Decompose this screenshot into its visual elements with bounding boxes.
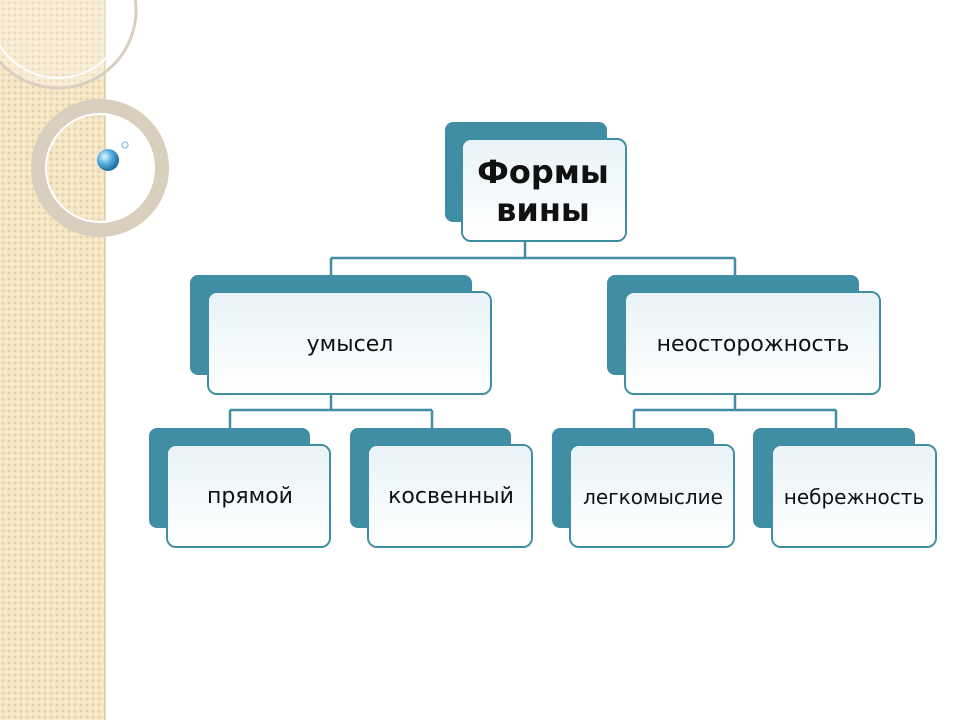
branch-node-front (207, 291, 492, 395)
strip-edge (104, 0, 106, 720)
leaf-node-label: косвенный (388, 484, 514, 510)
leaf-node-front (166, 444, 331, 548)
leaf-node-label: небрежность (783, 484, 925, 509)
leaf-node-front (569, 444, 735, 548)
leaf-node-front (367, 444, 533, 548)
branch-node-label: неосторожность (656, 332, 850, 358)
leaf-node-front (771, 444, 937, 548)
root-node-label: Формы вины (477, 152, 609, 229)
decorative-ring-large-inner (0, 0, 127, 79)
leaf-node-label: прямой (207, 484, 293, 510)
decorative-rings (0, 0, 169, 237)
decorative-dot (121, 141, 129, 149)
leaf-node-label: легкомыслие (583, 484, 723, 509)
decorative-ring-small (31, 99, 169, 237)
decorative-ball (97, 149, 119, 171)
branch-node-label: умысел (306, 332, 394, 358)
decorative-ring-small-inner (45, 113, 155, 223)
decorative-ring-large (0, 0, 138, 90)
branch-node-front (624, 291, 881, 395)
root-node-front (461, 138, 627, 242)
